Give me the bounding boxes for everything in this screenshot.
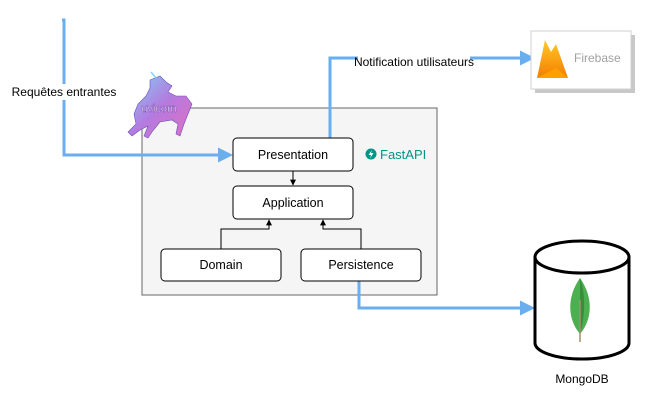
- uvicorn-logo: uvicorn: [127, 71, 193, 139]
- firebase-node: Firebase: [530, 30, 635, 93]
- notification-label-bg: [358, 54, 470, 70]
- firebase-flame-icon: [537, 40, 568, 78]
- presentation-label: Presentation: [258, 148, 328, 162]
- fastapi-logo: FastAPI: [365, 147, 426, 162]
- unicorn-icon: [127, 71, 193, 139]
- incoming-requests-label: Requêtes entrantes: [12, 85, 117, 99]
- firebase-text: Firebase: [574, 51, 621, 65]
- mongodb-leaf-icon: [570, 278, 590, 342]
- persistence-label: Persistence: [328, 258, 393, 272]
- notification-label: Notification utilisateurs: [354, 55, 474, 69]
- domain-label: Domain: [199, 258, 242, 272]
- incoming-label-bg: [12, 84, 116, 100]
- persistence-mongodb-arrow: [357, 281, 535, 316]
- application-box: [232, 185, 354, 220]
- domain-application-arrow: [220, 219, 272, 249]
- uvicorn-text: uvicorn: [141, 103, 176, 115]
- fastapi-text: FastAPI: [380, 147, 426, 162]
- mongodb-label: MongoDB: [555, 372, 608, 386]
- application-label: Application: [262, 196, 323, 210]
- mongodb-node: MongoDB: [533, 239, 631, 386]
- persistence-application-arrow: [320, 219, 362, 249]
